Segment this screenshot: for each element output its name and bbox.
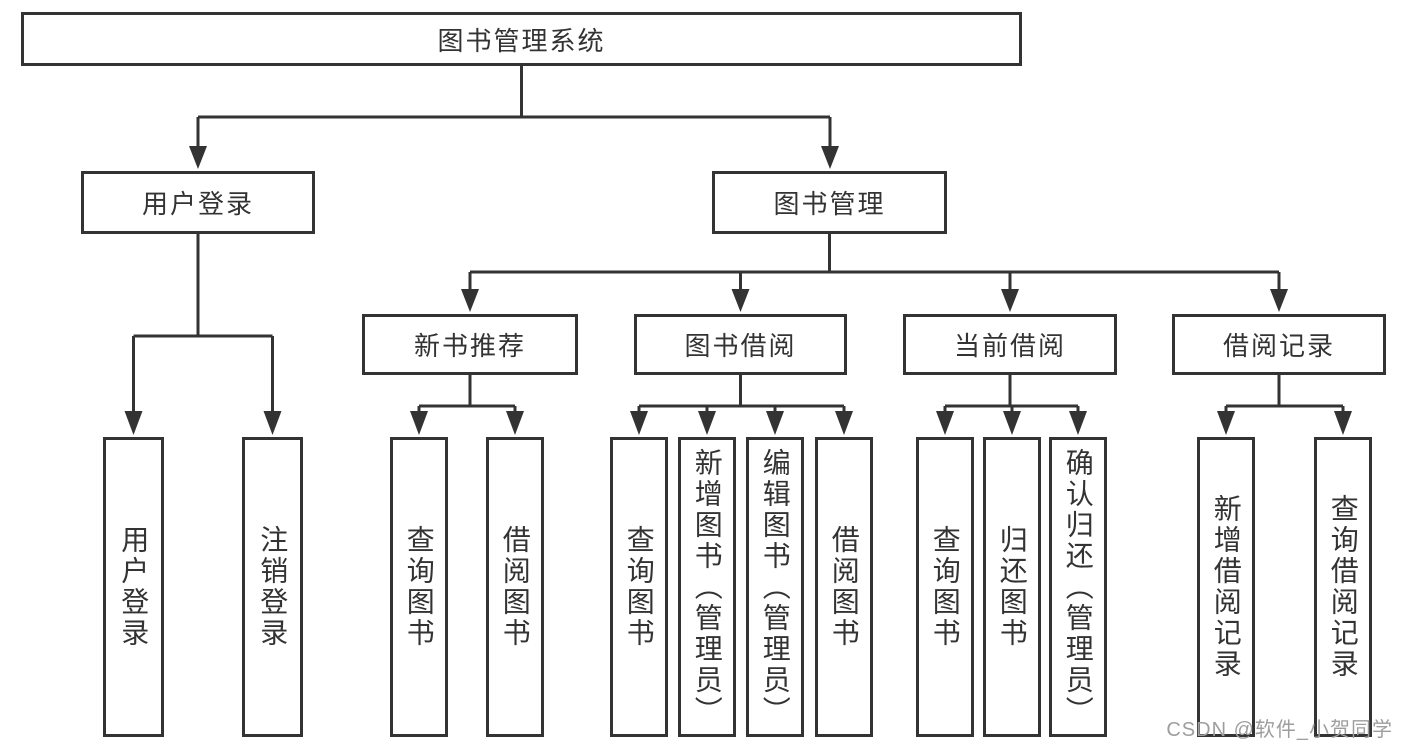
leaf-label: 查询图书 [403, 525, 435, 649]
leaf-label: 归还图书 [996, 525, 1028, 649]
leaf-label: 借阅图书 [499, 525, 531, 649]
node-label: 图书管理 [773, 189, 886, 219]
node-label: 用户登录 [141, 189, 254, 219]
node-current-borrow: 当前借阅 [903, 314, 1117, 375]
leaf-label: 注销登录 [257, 525, 289, 649]
leaf-add-borrow-record: 新增借阅记录 [1197, 437, 1255, 737]
node-borrow-records: 借阅记录 [1172, 314, 1386, 375]
node-user-login: 用户登录 [81, 171, 315, 234]
leaf-label: 查询图书 [929, 525, 961, 649]
leaf-label: 新增借阅记录 [1210, 494, 1242, 680]
leaf-label: 查询图书 [623, 525, 655, 649]
leaf-query-books-current: 查询图书 [916, 437, 974, 737]
node-book-management: 图书管理 [712, 171, 947, 234]
node-new-book-recommend: 新书推荐 [362, 314, 578, 375]
leaf-borrow-books-recommend: 借阅图书 [486, 437, 544, 737]
leaf-user-login: 用户登录 [103, 437, 164, 737]
leaf-query-books-borrow: 查询图书 [610, 437, 668, 737]
leaf-edit-book-admin: 编辑图书（管理员） [746, 437, 804, 737]
leaf-label: 借阅图书 [828, 525, 860, 649]
leaf-confirm-return-admin: 确认归还（管理员） [1049, 437, 1107, 737]
leaf-label: 新增图书（管理员） [691, 447, 723, 727]
leaf-label: 用户登录 [118, 525, 150, 649]
node-label: 借阅记录 [1222, 331, 1335, 361]
node-label: 当前借阅 [953, 331, 1066, 361]
leaf-query-borrow-record: 查询借阅记录 [1314, 437, 1372, 737]
node-label: 新书推荐 [413, 331, 526, 361]
node-book-borrow: 图书借阅 [634, 314, 847, 375]
node-label: 图书管理系统 [437, 25, 606, 56]
node-label: 图书借阅 [684, 331, 797, 361]
leaf-logout: 注销登录 [242, 437, 303, 737]
node-library-management-system: 图书管理系统 [21, 12, 1022, 66]
csdn-watermark: CSDN @软件_小贺同学 [1166, 719, 1393, 741]
leaf-query-books-recommend: 查询图书 [390, 437, 448, 737]
leaf-return-book: 归还图书 [983, 437, 1041, 737]
leaf-label: 编辑图书（管理员） [759, 447, 791, 727]
leaf-add-book-admin: 新增图书（管理员） [678, 437, 736, 737]
leaf-label: 确认归还（管理员） [1062, 447, 1094, 727]
leaf-borrow-books: 借阅图书 [815, 437, 873, 737]
leaf-label: 查询借阅记录 [1327, 494, 1359, 680]
